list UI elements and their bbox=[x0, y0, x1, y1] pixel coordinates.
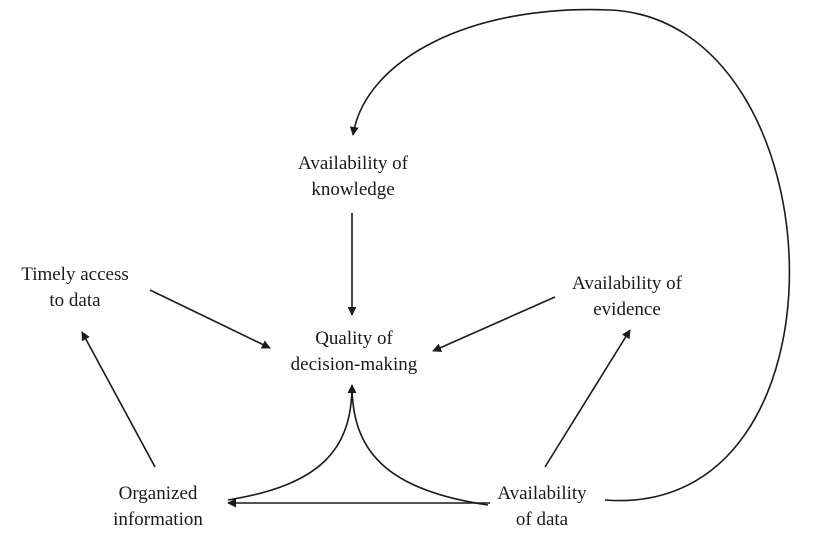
node-label-line: information bbox=[113, 509, 203, 530]
node-label-line: of data bbox=[515, 509, 569, 530]
node-label-line: Timely access bbox=[21, 264, 129, 285]
node-label-line: Organized bbox=[118, 483, 198, 504]
edge-timely-to-quality bbox=[149, 289, 271, 349]
node-label-line: Availability bbox=[497, 483, 587, 504]
node-label-line: evidence bbox=[593, 299, 661, 320]
node-availability-of-knowledge: Availability of knowledge bbox=[278, 151, 428, 203]
node-availability-of-data: Availability of data bbox=[482, 481, 602, 533]
node-organized-information: Organized information bbox=[92, 481, 224, 533]
node-label-line: decision-making bbox=[290, 354, 418, 375]
node-label-line: Quality of bbox=[315, 328, 393, 349]
node-label-line: Availability of bbox=[298, 153, 408, 174]
edge-data-to-quality bbox=[351, 384, 489, 506]
edge-data-to-evidence bbox=[544, 329, 631, 468]
edge-organized-to-timely bbox=[81, 331, 156, 468]
node-availability-of-evidence: Availability of evidence bbox=[550, 271, 704, 323]
node-label-line: to data bbox=[49, 290, 101, 311]
node-label-line: knowledge bbox=[311, 179, 395, 200]
edge-organized-to-quality bbox=[227, 384, 357, 501]
edge-evidence-to-quality bbox=[432, 296, 556, 352]
node-timely-access-to-data: Timely access to data bbox=[2, 262, 148, 314]
node-quality-of-decision-making: Quality of decision-making bbox=[278, 326, 430, 378]
node-label-line: Availability of bbox=[572, 273, 682, 294]
edge-data-to-knowledge bbox=[349, 8, 791, 502]
